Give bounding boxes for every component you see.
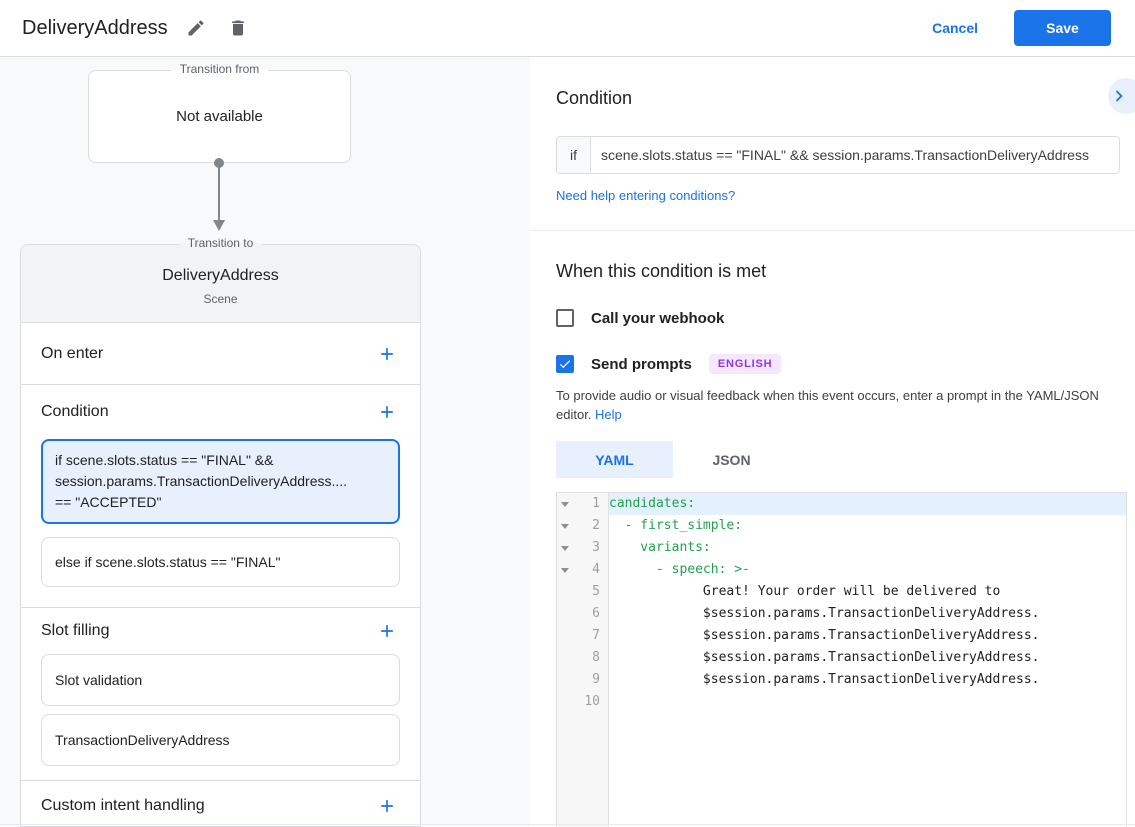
fold-arrow-icon[interactable] (561, 546, 569, 551)
code-line: - speech: >- (609, 562, 750, 577)
plus-icon (381, 625, 393, 637)
connector-arrow-icon (213, 220, 225, 231)
line-number: 4 (592, 562, 600, 577)
send-prompts-label: Send prompts (591, 355, 692, 373)
tab-yaml[interactable]: YAML (556, 441, 673, 478)
transition-from-value: Not available (176, 108, 263, 125)
fold-arrow-icon[interactable] (561, 524, 569, 529)
code-line: $session.params.TransactionDeliveryAddre… (609, 650, 1040, 665)
if-label: if (557, 137, 591, 173)
code-line: variants: (609, 540, 711, 555)
section-divider (530, 230, 1135, 231)
transition-from-legend: Transition from (170, 62, 269, 76)
line-number: 5 (592, 584, 600, 599)
section-slot-filling: Slot filling Slot validation Transaction… (21, 607, 420, 780)
transition-to-card: Transition to DeliveryAddress Scene On e… (20, 236, 421, 827)
plus-icon (381, 347, 393, 360)
code-line: $session.params.TransactionDeliveryAddre… (609, 672, 1040, 687)
yaml-code-editor: 1 2 3 4 5 6 7 8 9 10 candidates: - first… (556, 492, 1127, 827)
condition-help-link[interactable]: Need help entering conditions? (556, 188, 736, 203)
code-line: candidates: (609, 493, 1126, 515)
send-prompts-checkbox[interactable] (556, 355, 574, 373)
bottom-divider (0, 824, 1135, 825)
prompt-description-text: To provide audio or visual feedback when… (556, 388, 1099, 422)
custom-intent-label: Custom intent handling (41, 797, 205, 814)
slot-card-text: Slot validation (55, 672, 143, 688)
chevron-right-icon (1115, 90, 1123, 102)
page-title: DeliveryAddress (22, 16, 168, 39)
editor-code-area[interactable]: candidates: - first_simple: variants: - … (609, 493, 1126, 827)
line-number: 9 (592, 672, 600, 687)
line-number: 6 (592, 606, 600, 621)
line-number: 1 (592, 496, 600, 511)
scene-name: DeliveryAddress (162, 267, 279, 284)
line-number: 8 (592, 650, 600, 665)
edit-title-button[interactable] (182, 14, 210, 42)
line-number: 7 (592, 628, 600, 643)
code-line: $session.params.TransactionDeliveryAddre… (609, 606, 1040, 621)
condition-card-line: session.params.TransactionDeliveryAddres… (55, 473, 348, 489)
condition-card-line: == "ACCEPTED" (55, 494, 162, 510)
slot-card-validation[interactable]: Slot validation (41, 654, 400, 706)
slot-card-transaction-delivery-address[interactable]: TransactionDeliveryAddress (41, 714, 400, 766)
call-webhook-checkbox[interactable] (556, 309, 574, 327)
prompt-description: To provide audio or visual feedback when… (556, 386, 1112, 424)
connector-dot (214, 158, 224, 168)
add-condition-button[interactable] (377, 402, 397, 422)
when-met-title: When this condition is met (556, 261, 767, 281)
on-enter-label: On enter (41, 344, 104, 362)
condition-section-label: Condition (41, 403, 109, 420)
condition-detail-panel: Condition if Need help entering conditio… (530, 57, 1135, 827)
flow-panel: Transition from Not available Transition… (0, 57, 530, 827)
send-prompts-row: Send prompts ENGLISH (556, 354, 1135, 374)
connector-line (218, 166, 220, 221)
collapse-panel-button[interactable] (1108, 78, 1135, 114)
transition-to-legend: Transition to (178, 236, 263, 250)
tab-json[interactable]: JSON (712, 451, 751, 468)
fold-arrow-icon[interactable] (561, 502, 569, 507)
condition-expression-input[interactable] (591, 137, 1119, 173)
top-bar: DeliveryAddress Cancel Save (0, 0, 1135, 57)
code-line: Great! Your order will be delivered to (609, 584, 1001, 599)
prompt-help-link[interactable]: Help (595, 407, 622, 422)
webhook-row: Call your webhook (556, 309, 1135, 327)
call-webhook-label: Call your webhook (591, 309, 725, 327)
add-slot-button[interactable] (377, 621, 397, 641)
cancel-button[interactable]: Cancel (932, 20, 978, 36)
condition-card-selected[interactable]: if scene.slots.status == "FINAL" && sess… (41, 439, 400, 524)
condition-expression-row: if (556, 136, 1120, 174)
slot-card-text: TransactionDeliveryAddress (55, 732, 230, 748)
add-on-enter-button[interactable] (377, 344, 397, 364)
condition-card-else[interactable]: else if scene.slots.status == "FINAL" (41, 537, 400, 587)
line-number: 2 (592, 518, 600, 533)
line-number: 3 (592, 540, 600, 555)
section-condition: Condition if scene.slots.status == "FINA… (21, 384, 420, 607)
slot-filling-label: Slot filling (41, 622, 110, 639)
language-badge: ENGLISH (708, 354, 782, 374)
editor-gutter: 1 2 3 4 5 6 7 8 9 10 (557, 493, 609, 827)
plus-icon (381, 800, 393, 812)
trash-icon (231, 20, 244, 36)
add-custom-intent-button[interactable] (377, 796, 397, 816)
scene-type-label: Scene (203, 292, 238, 306)
scene-header: DeliveryAddress Scene (21, 245, 420, 323)
delete-scene-button[interactable] (224, 14, 252, 42)
editor-tabs: YAML JSON (556, 441, 1135, 478)
fold-arrow-icon[interactable] (561, 568, 569, 573)
line-number: 10 (584, 694, 600, 709)
condition-card-text: else if scene.slots.status == "FINAL" (55, 554, 281, 570)
condition-card-line: if scene.slots.status == "FINAL" && (55, 452, 274, 468)
condition-panel-title: Condition (556, 88, 633, 108)
transition-from-box: Transition from Not available (88, 62, 351, 163)
code-line (609, 691, 1126, 713)
save-button[interactable]: Save (1014, 10, 1111, 46)
section-custom-intent: Custom intent handling (21, 780, 420, 827)
checkmark-icon (559, 360, 571, 369)
section-on-enter: On enter (21, 323, 420, 384)
code-line: $session.params.TransactionDeliveryAddre… (609, 628, 1040, 643)
pencil-icon (188, 20, 204, 36)
code-line: - first_simple: (609, 518, 743, 533)
plus-icon (381, 406, 393, 418)
